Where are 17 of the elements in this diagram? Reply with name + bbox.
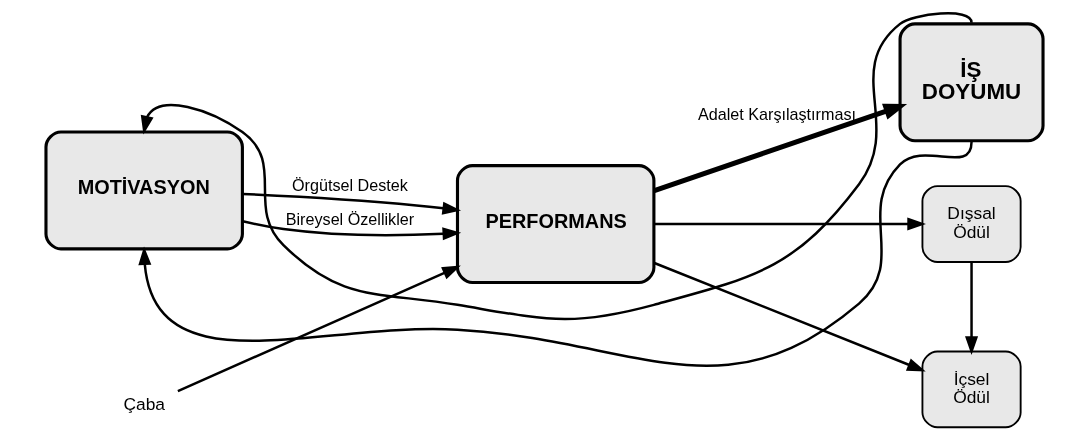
arrow (965, 262, 979, 356)
node-box: İŞ DOYUMU (898, 22, 1045, 143)
node-box: Dışsal Ödül (921, 185, 1022, 263)
node-box: PERFORMANS (455, 164, 656, 285)
edge-label: Adalet Karşılaştırması (697, 105, 856, 124)
arrow (177, 265, 461, 393)
arrow (653, 261, 926, 372)
arrow (242, 192, 462, 215)
arrow (242, 219, 462, 241)
arrow (140, 12, 973, 321)
node-box: MOTİVASYON (44, 130, 244, 251)
arrow (653, 103, 908, 193)
edge-label: Örgütsel Destek (292, 175, 408, 194)
node-text: Çaba (123, 394, 165, 415)
edge-label: Bireysel Özellikler (285, 209, 415, 228)
arrow (654, 217, 926, 231)
node-box: İçsel Ödül (921, 350, 1022, 429)
